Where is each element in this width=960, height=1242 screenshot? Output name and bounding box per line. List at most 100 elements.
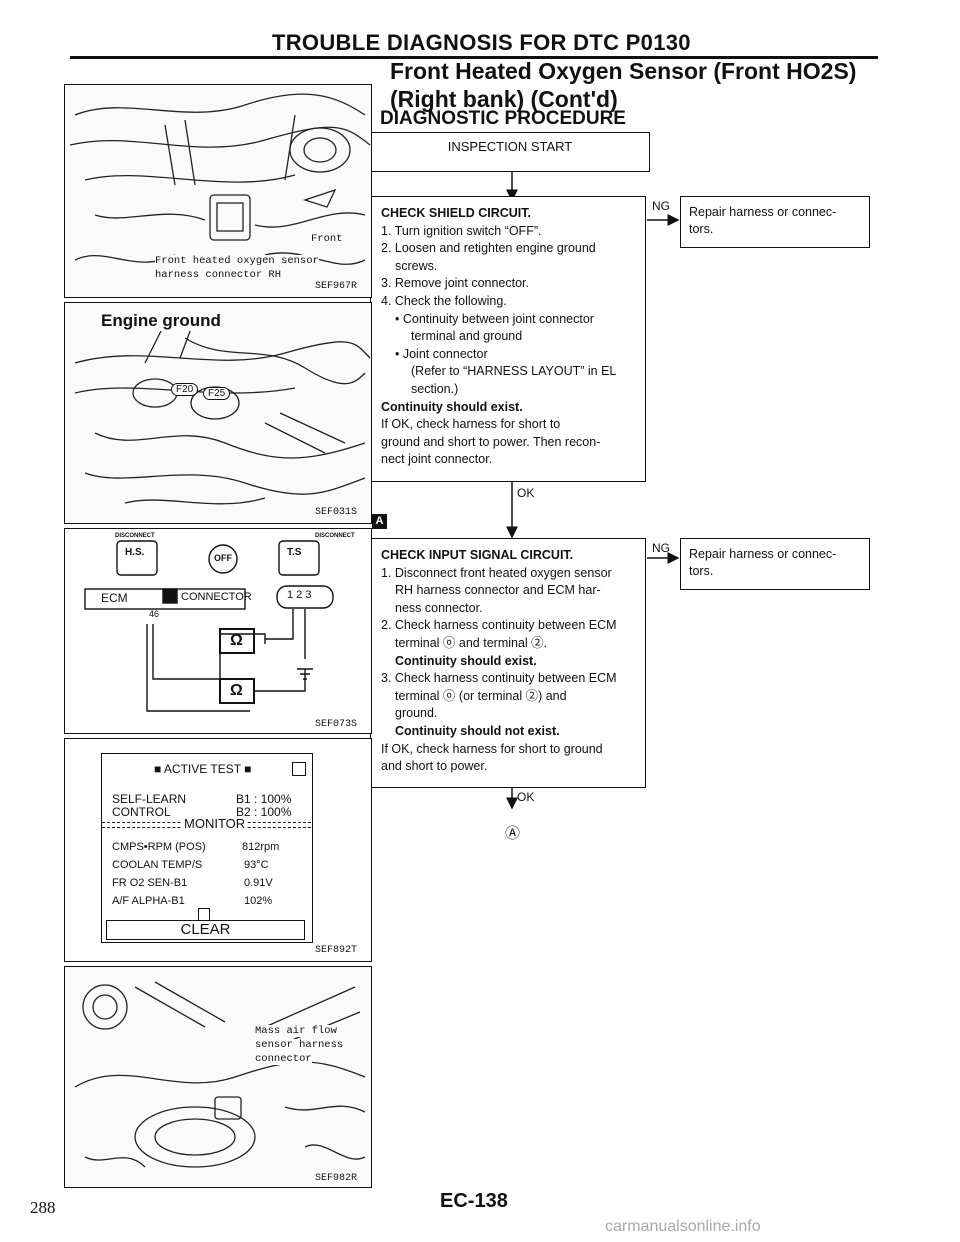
watermark: carmanualsonline.info	[605, 1218, 761, 1235]
clear-button[interactable]: CLEAR	[106, 920, 305, 940]
sensor-pin-numbers: 1 2 3	[287, 589, 312, 601]
figure-continuity-check: H.S. T.S OFF DISCONNECT DISCONNECT ECM C…	[64, 528, 372, 734]
step1-line: If OK, check harness for short to	[381, 417, 561, 432]
step2-line: If OK, check harness for short to ground	[381, 741, 603, 756]
monitor-row-name: COOLAN TEMP/S	[112, 859, 203, 871]
figure-maf-connector: Mass air flow sensor harness connector S…	[64, 966, 372, 1188]
section-page-code: EC-138	[440, 1190, 508, 1212]
title-line-1: Front Heated Oxygen Sensor (Front HO2S)	[390, 58, 857, 84]
ohmmeter-1: Ω	[230, 632, 243, 649]
disconnect-label-1: DISCONNECT	[115, 533, 155, 539]
step1-line: 1. Turn ignition switch “OFF”.	[381, 223, 542, 238]
step2-line: terminal ⓞ (or terminal ②) and	[395, 688, 567, 703]
ng-label-2: NG	[652, 541, 670, 555]
monitor-row-value: 93°C	[244, 859, 269, 871]
page-header: TROUBLE DIAGNOSIS FOR DTC P0130	[272, 30, 691, 55]
monitor-row-value: 102%	[244, 895, 273, 907]
step2-line: ground.	[395, 706, 438, 721]
step2-line: 3. Check harness continuity between ECM	[381, 671, 617, 686]
fig2-code: SEF031S	[315, 507, 358, 518]
fig1-code: SEF967R	[315, 281, 358, 292]
control-label: CONTROL	[112, 805, 171, 819]
repair-text-2: Repair harness or connec- tors.	[689, 547, 837, 578]
step-check-input-signal: CHECK INPUT SIGNAL CIRCUIT. 1. Disconnec…	[370, 538, 646, 788]
flowchart-lines	[506, 172, 680, 810]
bank1-value: B1 : 100%	[236, 792, 292, 806]
ng-label-1: NG	[652, 199, 670, 213]
fig4-code: SEF892T	[315, 945, 358, 956]
figure-active-test-screen: ■ ACTIVE TEST ■ SELF-LEARN CONTROL B1 : …	[64, 738, 372, 962]
step2-line: and short to power.	[381, 759, 488, 774]
fig1-connector-label: harness connector RH	[155, 269, 282, 281]
step1-line: • Joint connector	[395, 346, 488, 361]
step2-title: CHECK INPUT SIGNAL CIRCUIT.	[381, 548, 574, 562]
page-number: 288	[30, 1198, 56, 1217]
step1-line: terminal and ground	[411, 329, 523, 344]
continuity-wiring-diagram	[84, 540, 334, 712]
ecm-pin-number: 46	[149, 609, 160, 619]
engine-illustration-2	[74, 317, 371, 505]
step2-line: terminal ⓞ and terminal ②.	[395, 635, 548, 650]
marker-a-flow: A	[372, 514, 387, 529]
disconnect-label-2: DISCONNECT	[315, 533, 355, 539]
monitor-row-value: 812rpm	[242, 841, 280, 853]
fig2-engine-ground-label: Engine ground	[101, 311, 221, 331]
step-check-shield-circuit: CHECK SHIELD CIRCUIT. 1. Turn ignition s…	[370, 196, 646, 482]
step2-line: Continuity should not exist.	[395, 723, 560, 738]
step1-line: screws.	[395, 258, 438, 273]
fig5-label-2: sensor harness	[255, 1039, 344, 1051]
ts-icon: T.S	[287, 547, 302, 558]
screen-checkbox	[292, 762, 306, 776]
inspection-start-box: INSPECTION START	[370, 132, 650, 172]
hs-icon: H.S.	[125, 547, 145, 558]
repair-box-2: Repair harness or connec- tors.	[680, 538, 870, 590]
step1-title: CHECK SHIELD CIRCUIT.	[381, 206, 532, 220]
bank2-value: B2 : 100%	[236, 805, 292, 819]
repair-box-1: Repair harness or connec- tors.	[680, 196, 870, 248]
connector-a-symbol: Ⓐ	[505, 825, 521, 842]
inspection-start-label: INSPECTION START	[447, 139, 573, 154]
monitor-row-name: CMPS•RPM (POS)	[112, 841, 206, 853]
fig3-code: SEF073S	[315, 719, 358, 730]
engine-illustration-1	[69, 93, 371, 265]
active-test-header: ■ ACTIVE TEST ■	[154, 762, 252, 776]
monitor-row-name: FR O2 SEN-B1	[112, 877, 188, 889]
fig1-front-label: Front	[311, 233, 343, 245]
step2-line: 2. Check harness continuity between ECM	[381, 618, 617, 633]
step1-line: Continuity should exist.	[381, 399, 523, 414]
ok-label-2: OK	[517, 790, 535, 804]
ignition-off-icon: OFF	[214, 553, 232, 563]
step2-line: RH harness connector and ECM har-	[395, 583, 601, 598]
step1-line: ground and short to power. Then recon-	[381, 434, 601, 449]
step1-line: 3. Remove joint connector.	[381, 276, 529, 291]
step2-line: ness connector.	[395, 600, 483, 615]
step1-line: 4. Check the following.	[381, 293, 507, 308]
fig1-sensor-label: Front heated oxygen sensor	[155, 255, 319, 267]
self-learn-label: SELF-LEARN	[112, 792, 187, 806]
step2-line: Continuity should exist.	[395, 653, 537, 668]
step1-line: section.)	[411, 381, 459, 396]
monitor-row-name: A/F ALPHA-B1	[112, 895, 185, 907]
ecm-connector-label: CONNECTOR	[181, 591, 252, 603]
step1-line: 2. Loosen and retighten engine ground	[381, 241, 596, 256]
fig2-f25-connector: F25	[203, 387, 231, 400]
step2-line: 1. Disconnect front heated oxygen sensor	[381, 565, 612, 580]
section-title: Front Heated Oxygen Sensor (Front HO2S) …	[390, 57, 856, 113]
step1-line: nect joint connector.	[381, 452, 493, 467]
step1-line: • Continuity between joint connector	[395, 311, 594, 326]
fig5-label-1: Mass air flow	[255, 1025, 337, 1037]
fig2-f20-connector: F20	[171, 383, 199, 396]
fig5-code: SEF982R	[315, 1173, 358, 1184]
title-line-2: (Right bank) (Cont'd)	[390, 86, 618, 112]
figure-sensor-connector: Front Front heated oxygen sensor harness…	[64, 84, 372, 298]
procedure-heading: DIAGNOSTIC PROCEDURE	[380, 108, 626, 129]
fig5-label-3: connector	[255, 1053, 312, 1065]
monitor-row-value: 0.91V	[244, 877, 273, 889]
engine-illustration-3	[74, 981, 366, 1168]
ecm-label: ECM	[101, 591, 128, 605]
monitor-label: MONITOR	[182, 816, 248, 831]
repair-text-1: Repair harness or connec- tors.	[689, 205, 837, 236]
step1-line: (Refer to “HARNESS LAYOUT” in EL	[411, 364, 617, 379]
header-rule	[70, 56, 878, 59]
active-test-title: ACTIVE TEST	[163, 762, 241, 776]
